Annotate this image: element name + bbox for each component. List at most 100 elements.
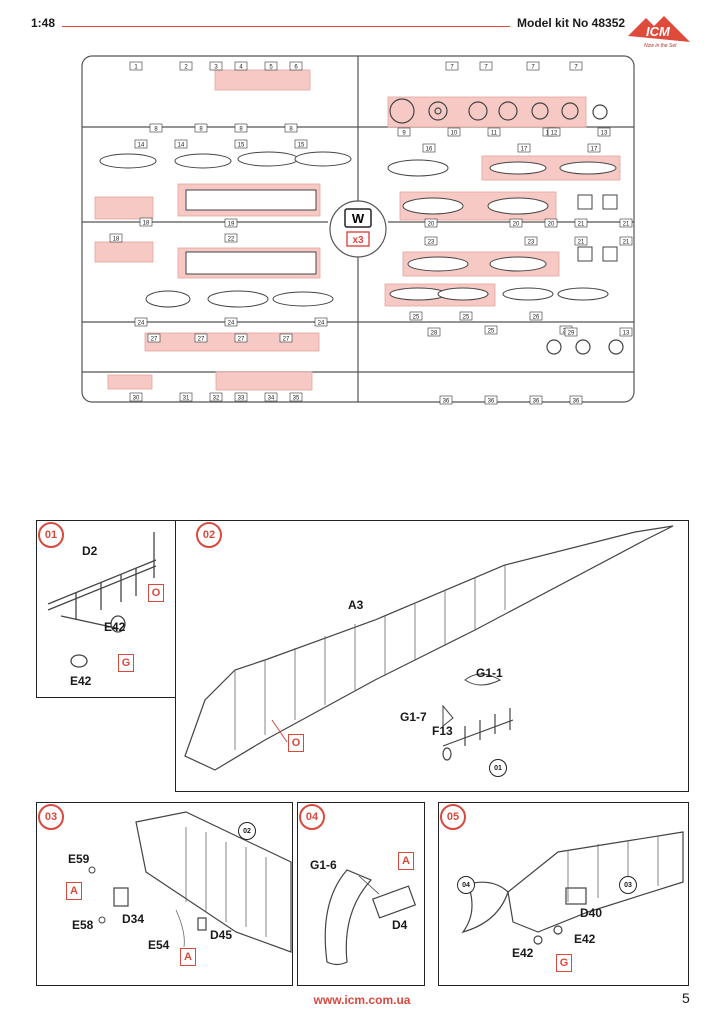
step-02-label-g1-1: G1-1 xyxy=(476,666,503,680)
step-04-tag-a: A xyxy=(398,852,414,870)
step-04-label-d4: D4 xyxy=(392,918,408,932)
part-number-box xyxy=(422,143,436,153)
part-number: 24 xyxy=(318,321,325,327)
part-number: 23 xyxy=(528,240,535,246)
part-number-box xyxy=(234,392,248,402)
part-number-box xyxy=(587,143,601,153)
step-03-diagram xyxy=(88,811,292,953)
step-03-ref-02: 02 xyxy=(238,822,256,840)
step-01-diagram xyxy=(47,532,157,668)
part-number: 8 xyxy=(239,127,243,133)
scale-label: 1:48 xyxy=(31,16,56,30)
part-number: 36 xyxy=(443,399,450,405)
part-number-box xyxy=(569,61,583,71)
part-number: 10 xyxy=(451,131,458,137)
part-number-box xyxy=(129,392,143,402)
part-number-box xyxy=(424,236,438,246)
part-number-box xyxy=(619,218,633,228)
part-number-box xyxy=(445,61,459,71)
part-number-box xyxy=(179,61,193,71)
part-number: 8 xyxy=(199,127,203,133)
part-number-box xyxy=(484,395,498,405)
step-05-ref-04: 04 xyxy=(457,876,475,894)
part-number: 28 xyxy=(431,331,438,337)
part-number-box xyxy=(529,395,543,405)
part-number: 3 xyxy=(214,65,218,71)
step-03-tag-a2: A xyxy=(180,948,196,966)
part-number: 21 xyxy=(578,240,585,246)
sprue-letter: W xyxy=(352,211,365,226)
part-number: 36 xyxy=(533,399,540,405)
part-number-box xyxy=(279,333,293,343)
part-number-box xyxy=(134,317,148,327)
logo-mountain xyxy=(628,16,690,42)
sprue-multiplier: x3 xyxy=(352,235,364,246)
part-number: 31 xyxy=(183,396,190,402)
step-05-ref-03: 03 xyxy=(619,876,637,894)
part-number-box xyxy=(209,61,223,71)
header-rule xyxy=(62,26,510,27)
part-number-box xyxy=(409,311,423,321)
step-05-diagram xyxy=(461,831,684,945)
part-number: 21 xyxy=(623,222,630,228)
icm-logo: ICM Now in the Set xyxy=(628,16,690,49)
kit-number: Model kit No 48352 xyxy=(517,16,626,30)
part-number: 17 xyxy=(591,147,598,153)
part-number: 8 xyxy=(289,127,293,133)
step-02-number: 02 xyxy=(196,522,222,548)
part-number-box xyxy=(289,392,303,402)
part-number-box xyxy=(179,392,193,402)
part-number: 34 xyxy=(268,396,275,402)
part-number: 33 xyxy=(238,396,245,402)
footer-url[interactable]: www.icm.com.ua xyxy=(313,993,411,1007)
part-number-box xyxy=(439,395,453,405)
part-number: 25 xyxy=(413,315,420,321)
step-05-tag-g: G xyxy=(556,954,572,972)
part-number: 11 xyxy=(491,131,498,137)
step-03-label-e54: E54 xyxy=(148,938,170,952)
step-03-label-d45: D45 xyxy=(210,928,233,942)
part-number: 24 xyxy=(228,321,235,327)
step-05-number: 05 xyxy=(440,804,466,830)
logo-text: ICM xyxy=(646,24,671,39)
step-02-label-g1-7: G1-7 xyxy=(400,710,427,724)
part-number: 7 xyxy=(484,65,488,71)
step-01-number: 01 xyxy=(38,522,64,548)
part-number: 8 xyxy=(154,127,158,133)
part-number-box xyxy=(139,217,153,227)
part-number-box xyxy=(447,127,461,137)
part-number: 25 xyxy=(488,329,495,335)
part-number-box xyxy=(147,333,161,343)
part-number-box xyxy=(289,61,303,71)
part-number-box xyxy=(479,61,493,71)
part-number-box xyxy=(224,218,238,228)
step-04-label-g1-6: G1-6 xyxy=(310,858,337,872)
part-number-box xyxy=(294,139,308,149)
part-number: 4 xyxy=(239,65,243,71)
part-number-box xyxy=(209,392,223,402)
part-number-box xyxy=(597,127,611,137)
part-number: 36 xyxy=(488,399,495,405)
step-05-label-e42-a: E42 xyxy=(574,932,596,946)
part-number-box xyxy=(574,218,588,228)
part-number: 22 xyxy=(228,237,235,243)
part-number-box xyxy=(529,311,543,321)
part-number: 9 xyxy=(402,131,406,137)
part-number: 13 xyxy=(601,131,608,137)
part-number-box xyxy=(547,127,561,137)
part-number-box xyxy=(234,61,248,71)
part-number: 16 xyxy=(426,147,433,153)
part-number-box xyxy=(129,61,143,71)
part-number-box xyxy=(459,311,473,321)
part-number-box xyxy=(134,139,148,149)
step-03-label-e59: E59 xyxy=(68,852,90,866)
part-number: 36 xyxy=(573,399,580,405)
part-number: 7 xyxy=(450,65,454,71)
part-number: 35 xyxy=(293,396,300,402)
part-number-box xyxy=(427,327,441,337)
step-02-label-a3: A3 xyxy=(348,598,364,612)
part-number-box xyxy=(397,127,411,137)
part-number: 20 xyxy=(513,222,520,228)
part-number: 15 xyxy=(238,143,245,149)
part-number-box xyxy=(509,218,523,228)
